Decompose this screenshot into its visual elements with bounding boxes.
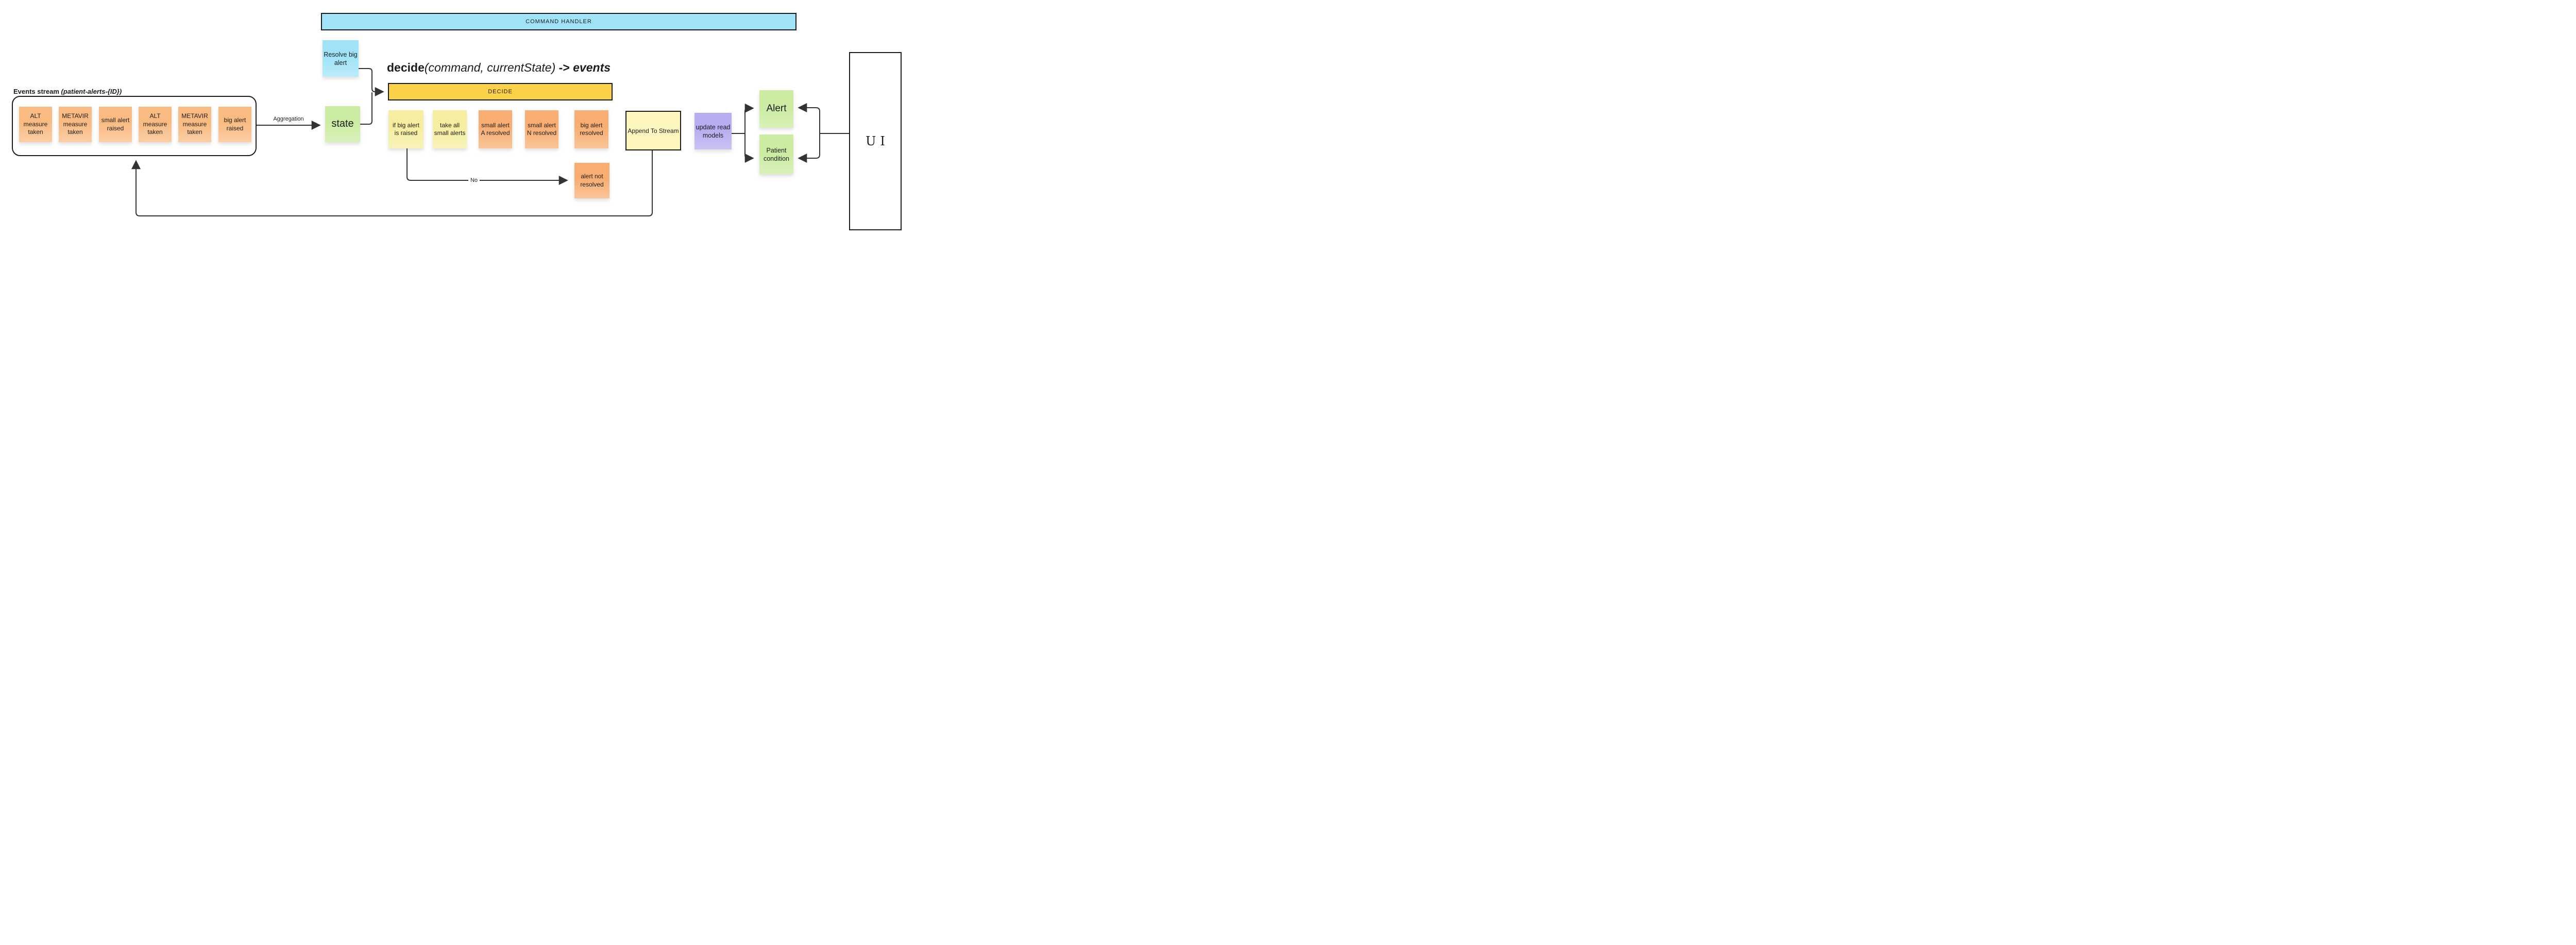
note-if-big-alert-raised[interactable]: if big alert is raised [388,110,423,148]
events-stream-title-suffix: (patient-alerts-{ID}) [61,88,122,95]
resolve-big-alert-note[interactable]: Resolve big alert [323,40,359,77]
decide-banner-label: DECIDE [488,89,513,95]
note-update-read-models[interactable]: update read models [694,113,732,149]
decide-banner[interactable]: DECIDE [388,83,613,100]
event-note-label: ALT measure taken [143,112,167,136]
arrow-ui-to-alert [798,103,820,134]
ui-label: UI [866,134,889,148]
resolve-big-alert-label: Resolve big alert [324,50,358,66]
event-note-label: METAVIR measure taken [62,112,89,136]
note-alert-not-resolved[interactable]: alert not resolved [574,163,609,198]
note-read-model-patient-condition[interactable]: Patient condition [759,134,793,174]
decision-note-label: take all small alerts [434,121,466,137]
line-state-to-decide [360,92,372,125]
note-small-alert-n-resolved[interactable]: small alert N resolved [525,110,558,148]
read-model-alert-label: Alert [766,103,787,114]
event-note-big-alert-raised[interactable]: big alert raised [218,107,251,142]
append-to-stream-label: Append To Stream [628,127,679,134]
note-big-alert-resolved[interactable]: big alert resolved [574,110,608,148]
decide-result: events [573,61,611,74]
append-to-stream-box[interactable]: Append To Stream [625,111,681,150]
decision-note-label: small alert N resolved [527,121,557,137]
decide-args: (command, currentState [424,61,552,74]
alert-not-resolved-label: alert not resolved [580,173,604,188]
event-note-alt-measure-taken-2[interactable]: ALT measure taken [139,107,172,142]
event-note-label: METAVIR measure taken [181,112,208,136]
arrow-update-to-patient [744,133,754,163]
decide-arrow: -> [555,61,573,74]
events-stream-title-text: Events stream [13,88,61,95]
decision-note-label: small alert A resolved [481,121,510,137]
note-small-alert-a-resolved[interactable]: small alert A resolved [479,110,512,148]
state-note-label: state [331,118,354,130]
arrow-no-branch [406,148,568,185]
command-handler-label: COMMAND HANDLER [526,19,592,25]
decide-fn: decide [387,61,425,74]
diagram-canvas: Events stream (patient-alerts-{ID}) ALT … [0,0,910,237]
arrow-resolve-to-decide [358,68,384,96]
decision-note-label: big alert resolved [580,121,603,137]
event-note-label: small alert raised [101,116,130,132]
decide-signature: decide(command, currentState) -> events [387,61,611,75]
ui-box[interactable]: UI [849,52,902,230]
arrow-update-to-alert [744,104,754,134]
events-stream-container[interactable] [12,96,257,156]
event-note-small-alert-raised[interactable]: small alert raised [99,107,132,142]
state-note[interactable]: state [325,106,360,142]
event-note-alt-measure-taken-1[interactable]: ALT measure taken [19,107,52,142]
event-note-label: ALT measure taken [23,112,48,136]
update-read-models-label: update read models [696,123,731,139]
event-note-metavir-measure-taken-2[interactable]: METAVIR measure taken [178,107,211,142]
arrow-ui-to-patient [798,133,820,163]
note-take-all-small-alerts[interactable]: take all small alerts [433,110,467,148]
event-note-metavir-measure-taken-1[interactable]: METAVIR measure taken [59,107,92,142]
aggregation-label: Aggregation [271,116,306,122]
no-branch-label: No [468,177,480,183]
read-model-patient-condition-label: Patient condition [763,146,790,162]
decide-close: ) [551,61,556,74]
events-stream-title: Events stream (patient-alerts-{ID}) [13,88,122,95]
event-note-label: big alert raised [224,116,246,132]
command-handler-banner[interactable]: COMMAND HANDLER [321,13,796,30]
note-read-model-alert[interactable]: Alert [759,90,793,128]
decision-note-label: if big alert is raised [392,121,420,137]
